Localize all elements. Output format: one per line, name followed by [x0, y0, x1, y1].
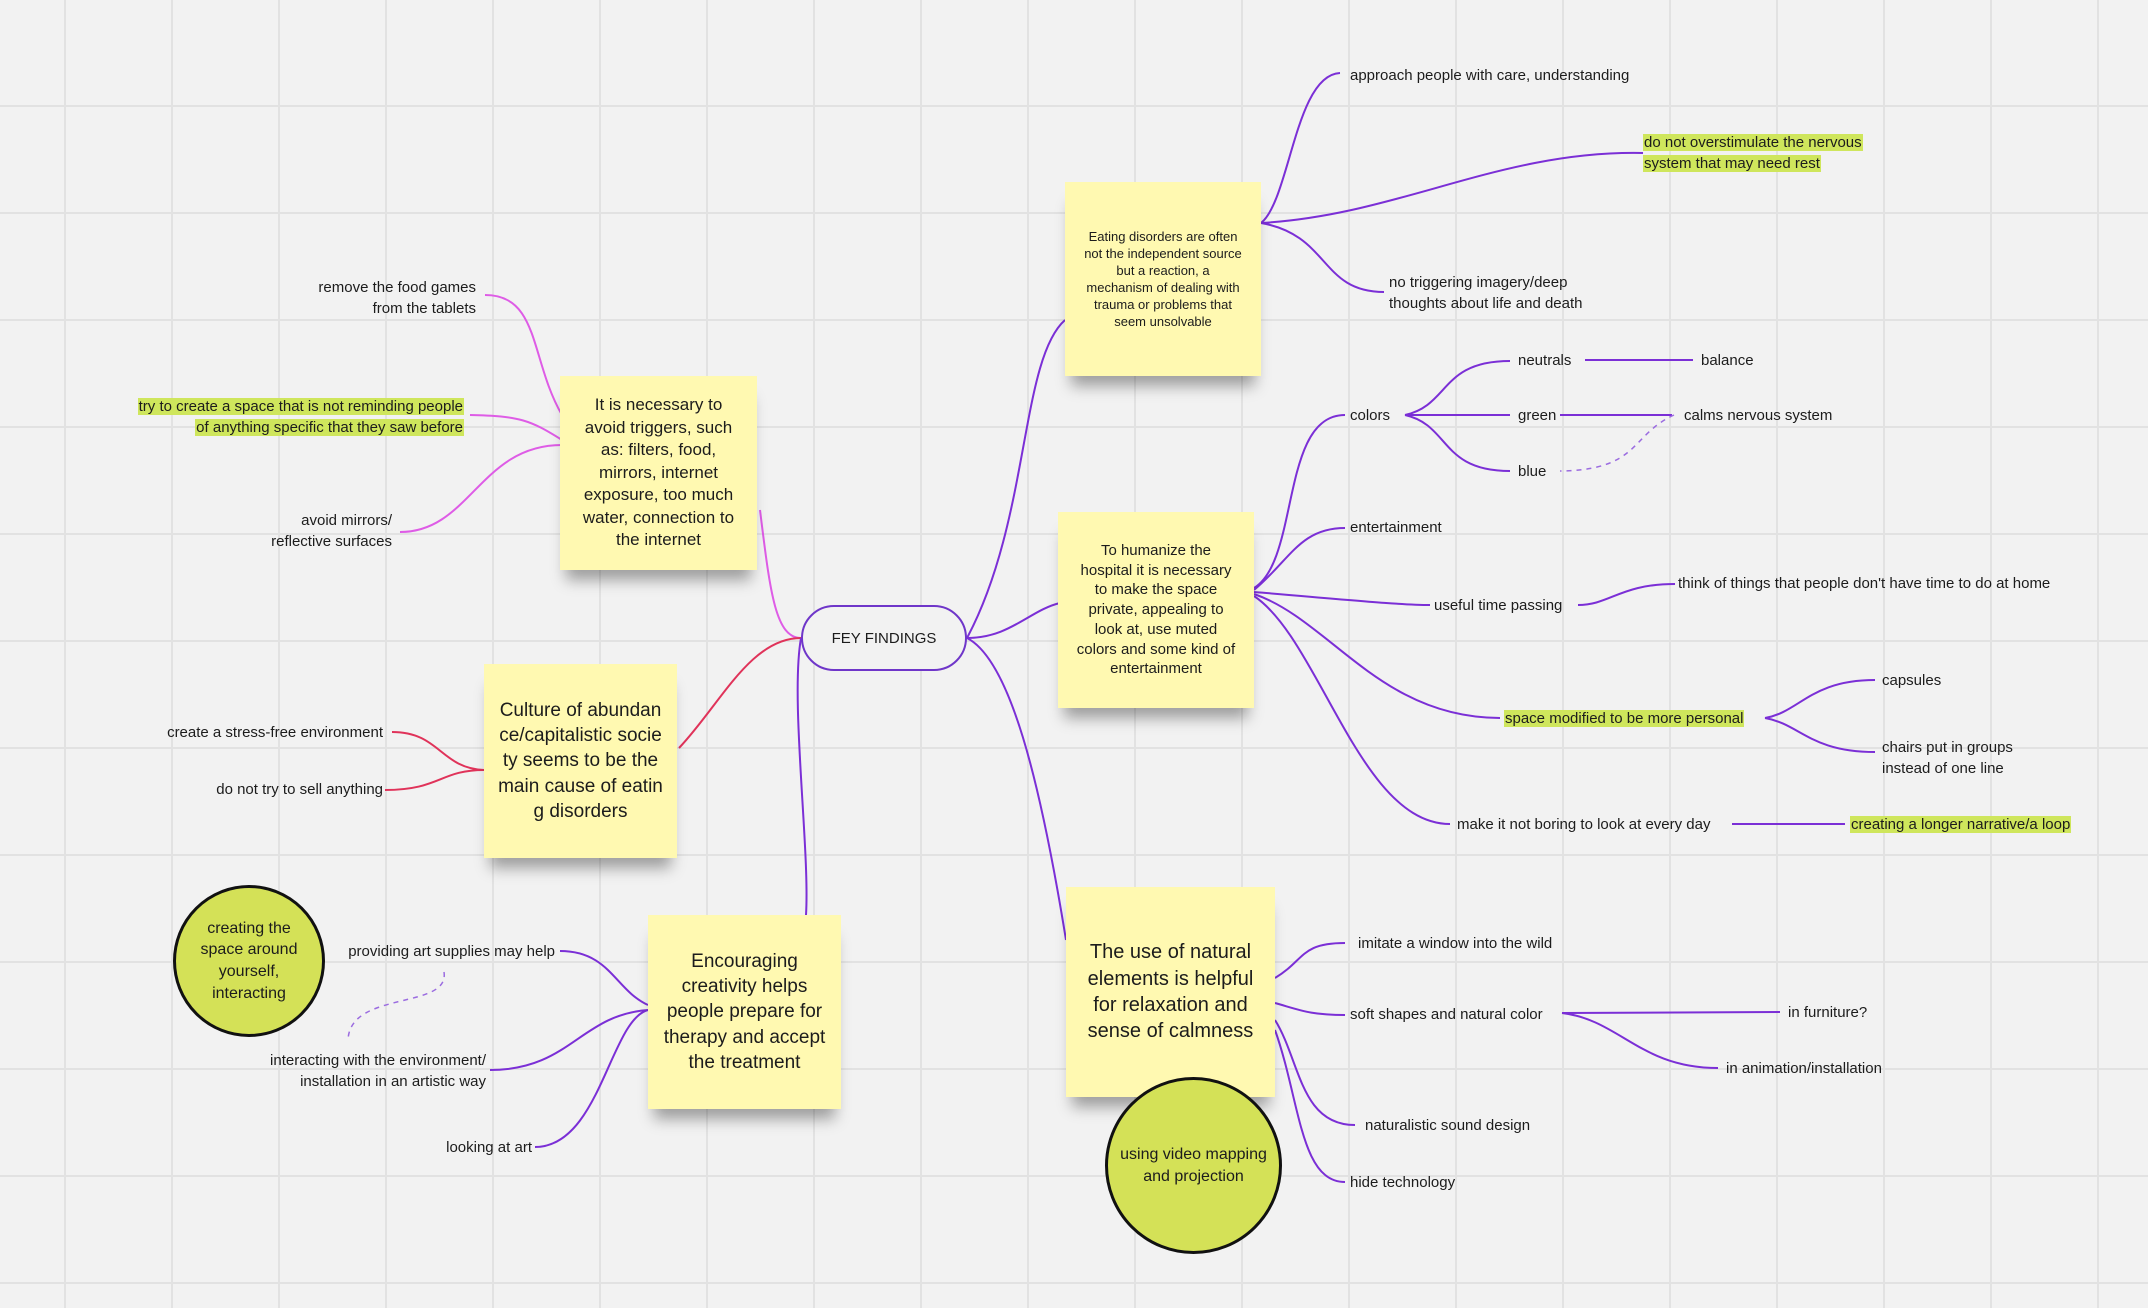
connector	[1260, 151, 1644, 224]
connector	[1260, 222, 1385, 293]
label-chairs[interactable]: chairs put in groups instead of one line	[1882, 739, 2013, 777]
connector	[1274, 1002, 1346, 1016]
circle-text: creating the space around yourself, inte…	[200, 919, 298, 1002]
root-label: FEY FINDINGS	[831, 629, 937, 647]
label-longer-narrative[interactable]: creating a longer narrative/a loop	[1850, 816, 2072, 833]
label-overstimulate[interactable]: do not overstimulate the nervous system …	[1643, 134, 1863, 172]
label-neutrals[interactable]: neutrals	[1518, 352, 1572, 369]
label-calms-nervous-system[interactable]: calms nervous system	[1684, 407, 1833, 424]
connector	[1274, 1029, 1346, 1183]
connector	[1253, 414, 1346, 589]
sticky-humanize[interactable]: To humanize the hospital it is necessary…	[1058, 512, 1254, 708]
label-in-animation[interactable]: in animation/installation	[1726, 1060, 1882, 1077]
connector	[1253, 593, 1501, 719]
label-entertainment[interactable]: entertainment	[1350, 519, 1442, 536]
connector	[1274, 1019, 1356, 1126]
circle-text: using video mapping and projection	[1120, 1145, 1267, 1185]
connector	[1253, 527, 1346, 591]
label-hide-technology[interactable]: hide technology	[1350, 1174, 1456, 1191]
label-remove-food[interactable]: remove the food games from the tablets	[318, 279, 476, 317]
connector	[384, 769, 485, 791]
label-art-supplies[interactable]: providing art supplies may help	[348, 943, 555, 960]
label-balance[interactable]: balance	[1701, 352, 1754, 369]
sticky-text: It is necessary to avoid triggers, such …	[582, 395, 735, 550]
label-do-not-sell[interactable]: do not try to sell anything	[216, 781, 383, 798]
label-looking-at-art[interactable]: looking at art	[446, 1139, 532, 1156]
label-imitate-window[interactable]: imitate a window into the wild	[1358, 935, 1553, 952]
connector	[559, 950, 649, 1006]
dashed-connector	[1559, 414, 1675, 472]
label-not-boring[interactable]: make it not boring to look at every day	[1457, 816, 1711, 833]
label-stress-free[interactable]: create a stress-free environment	[167, 724, 383, 741]
connector	[1561, 1012, 1719, 1069]
label-interacting-environment[interactable]: interacting with the environment/ instal…	[270, 1052, 486, 1090]
connector	[1764, 717, 1876, 753]
sticky-natural-elements[interactable]: The use of natural elements is helpful f…	[1066, 887, 1275, 1097]
connector	[1764, 679, 1876, 719]
root-node[interactable]: FEY FINDINGS	[801, 605, 967, 671]
label-capsules[interactable]: capsules	[1882, 672, 1942, 689]
label-blue[interactable]: blue	[1518, 463, 1547, 480]
sticky-eating-disorders[interactable]: Eating disorders are often not the indep…	[1065, 182, 1261, 376]
label-think-of-things[interactable]: think of things that people don't have t…	[1678, 575, 2051, 592]
connector	[1577, 583, 1676, 606]
connector	[796, 637, 808, 916]
sticky-text: Encouraging creativity helps people prep…	[663, 951, 826, 1073]
sticky-text: The use of natural elements is helpful f…	[1087, 941, 1254, 1043]
label-green[interactable]: green	[1518, 407, 1557, 424]
connector	[966, 637, 1067, 941]
connector	[759, 509, 802, 639]
dashed-connector	[347, 971, 445, 1041]
label-try-space[interactable]: try to create a space that is not remind…	[137, 398, 464, 436]
connector	[1561, 1011, 1781, 1014]
connector	[469, 414, 563, 441]
connector	[966, 602, 1061, 639]
connector	[966, 319, 1066, 639]
connector	[484, 294, 563, 416]
sticky-triggers[interactable]: It is necessary to avoid triggers, such …	[560, 376, 757, 570]
connector	[1253, 591, 1431, 606]
connector	[1274, 942, 1346, 979]
circle-creating-space[interactable]: creating the space around yourself, inte…	[173, 885, 325, 1037]
label-in-furniture[interactable]: in furniture?	[1788, 1004, 1868, 1021]
label-useful-time[interactable]: useful time passing	[1434, 597, 1563, 614]
label-sound-design[interactable]: naturalistic sound design	[1365, 1117, 1531, 1134]
connector	[534, 1009, 649, 1148]
label-approach-people[interactable]: approach people with care, understanding	[1350, 67, 1630, 84]
label-no-triggering[interactable]: no triggering imagery/deep thoughts abou…	[1389, 274, 1583, 312]
connector	[678, 637, 802, 749]
connector	[1260, 72, 1341, 224]
label-soft-shapes[interactable]: soft shapes and natural color	[1350, 1006, 1543, 1023]
sticky-creativity[interactable]: Encouraging creativity helps people prep…	[648, 915, 841, 1109]
connector	[1404, 414, 1511, 472]
connector	[1253, 595, 1451, 825]
connector	[489, 1009, 649, 1071]
connector	[399, 444, 563, 533]
label-avoid-mirrors[interactable]: avoid mirrors/ reflective surfaces	[271, 512, 392, 550]
label-space-personal[interactable]: space modified to be more personal	[1504, 710, 1745, 727]
sticky-text: Culture of abundance/capitalistic societ…	[498, 700, 663, 822]
connector	[1404, 360, 1511, 416]
sticky-text: Eating disorders are often not the indep…	[1084, 228, 1242, 330]
sticky-culture[interactable]: Culture of abundance/capitalistic societ…	[484, 664, 677, 858]
sticky-text: To humanize the hospital it is necessary…	[1076, 541, 1236, 678]
connector	[391, 731, 485, 771]
circle-video-mapping[interactable]: using video mapping and projection	[1105, 1077, 1282, 1254]
label-colors[interactable]: colors	[1350, 407, 1391, 424]
